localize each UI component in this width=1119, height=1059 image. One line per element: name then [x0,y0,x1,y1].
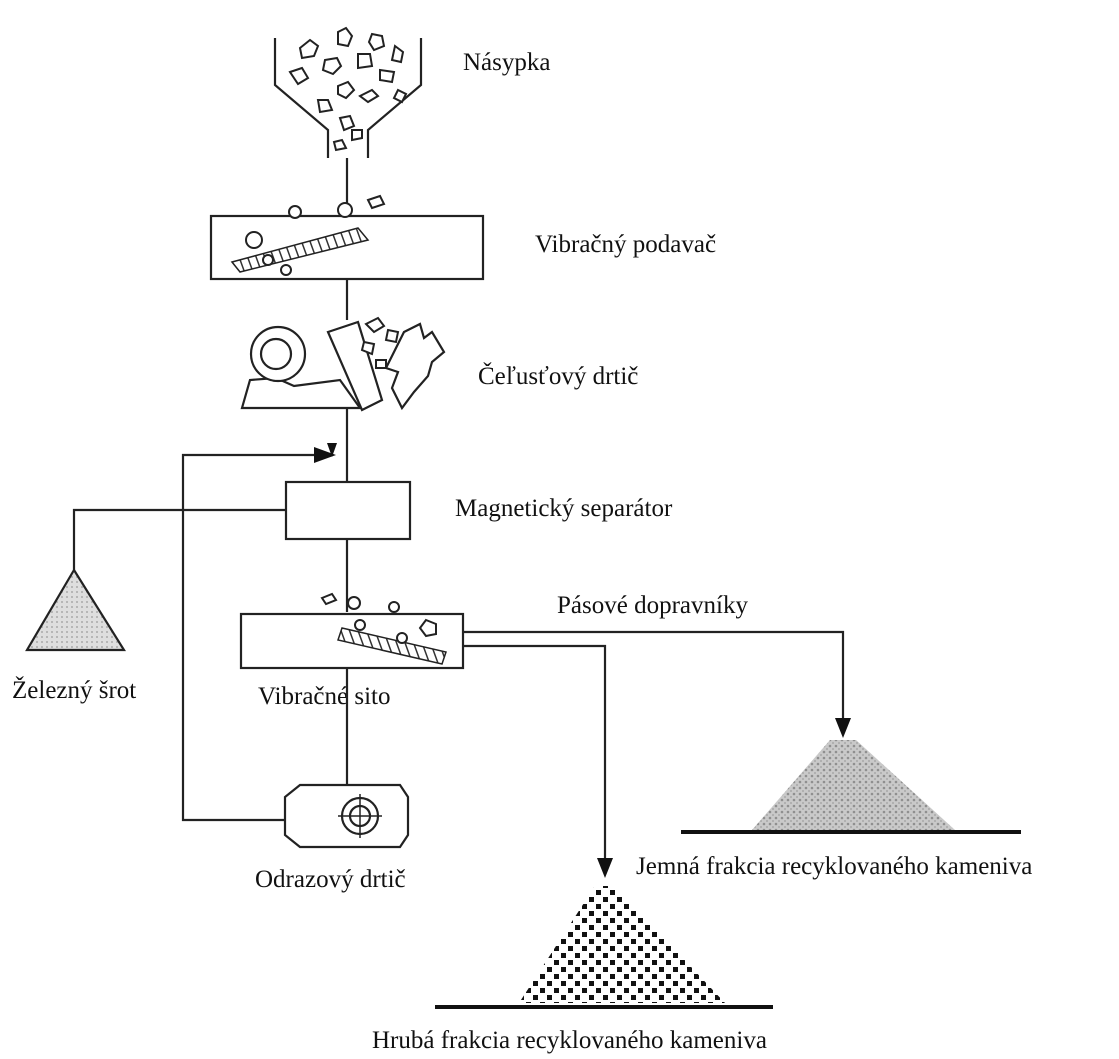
iron-scrap-label: Železný šrot [12,676,136,704]
fine-fraction-label: Jemná frakcia recyklovaného kameniva [636,853,1032,880]
vibrating-feeder [209,194,485,281]
magnetic-separator [284,480,412,541]
hopper [273,26,423,158]
hopper-rocks [288,26,408,152]
recycle-arrowhead [314,447,336,463]
fine-arrowhead [835,718,851,738]
magnetic-separator-label: Magnetický separátor [455,495,673,522]
hopper-label: Násypka [463,49,550,76]
coarse-fraction-label: Hrubá frakcia recyklovaného kameniva [372,1027,767,1054]
vibrating-screen-label: Vibračné sito [258,683,390,710]
jaw-crusher [240,316,446,412]
jaw-crusher-label: Čeľusťový drtič [478,362,638,390]
vibrating-screen [239,592,465,670]
coarse-fraction-pile [435,886,773,1009]
iron-scrap-pile [25,567,126,652]
belt-conveyors-label: Pásové dopravníky [557,592,748,619]
coarse-arrowhead [597,858,613,878]
vibrating-feeder-label: Vibračný podavač [535,231,716,258]
impact-crusher-label: Odrazový drtič [255,866,406,893]
fine-fraction-pile [681,740,1021,834]
impact-crusher [283,783,410,849]
